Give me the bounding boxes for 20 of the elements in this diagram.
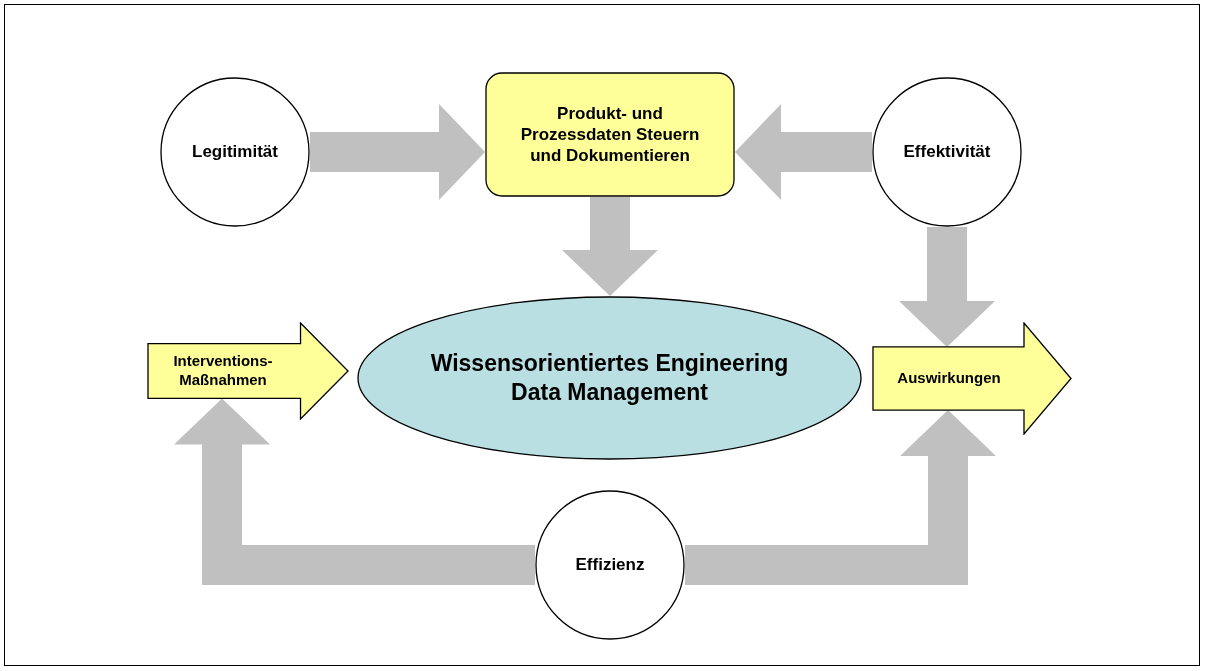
- arrow-shaped-box: [147, 322, 349, 420]
- circle-node: [160, 77, 310, 227]
- circle-node: [535, 490, 685, 640]
- node-label: Effizienz: [575, 554, 645, 576]
- block-arrow: [562, 197, 658, 296]
- node-label: Effektivität: [903, 141, 991, 163]
- circle-node: [872, 77, 1022, 227]
- block-arrow: [310, 104, 485, 200]
- block-arrow: [899, 227, 995, 347]
- node-label: Legitimität: [192, 141, 278, 163]
- process-box: [485, 72, 735, 197]
- block-arrow: [735, 104, 872, 200]
- block-arrow: [174, 398, 535, 585]
- node-label: Interventions-Maßnahmen: [172, 352, 274, 390]
- node-label: Wissensorientiertes Engineering Data Management: [429, 349, 790, 407]
- block-arrow: [685, 410, 996, 585]
- node-label: Produkt- und Prozessdaten Steuern und Dokumentieren: [519, 102, 701, 167]
- ellipse-node: [357, 296, 862, 460]
- node-label: Auswirkungen: [896, 369, 1002, 388]
- arrow-shaped-box: [872, 322, 1072, 435]
